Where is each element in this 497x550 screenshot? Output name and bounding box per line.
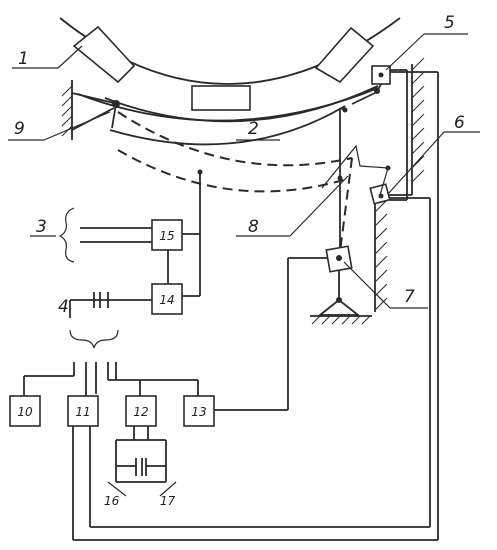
block-13: 13 [183, 395, 215, 427]
block-14: 14 [151, 283, 183, 315]
leader-lines [8, 33, 480, 497]
callout-6: 6 [454, 113, 465, 133]
lever-mechanism [321, 91, 391, 255]
block-15: 15 [151, 219, 183, 251]
drum-pad-left [72, 25, 136, 84]
callout-9: 9 [14, 119, 25, 139]
callout-8: 8 [248, 217, 259, 237]
callout-7: 7 [404, 287, 415, 307]
block-11: 11 [67, 395, 99, 427]
brace-4 [69, 329, 119, 349]
svg-text:14: 14 [159, 293, 174, 307]
svg-text:15: 15 [159, 229, 174, 243]
callout-4: 4 [58, 297, 69, 317]
callout-1: 1 [18, 49, 29, 69]
callout-5: 5 [444, 13, 455, 33]
lower-bus [23, 362, 199, 396]
label-17: 17 [160, 494, 176, 508]
control-blocks-upper [58, 169, 203, 318]
capacitor-group [115, 426, 167, 483]
svg-text:12: 12 [133, 405, 148, 419]
svg-text:13: 13 [191, 405, 206, 419]
sensor-wiring [72, 69, 439, 541]
callout-2: 2 [248, 119, 259, 139]
svg-text:10: 10 [17, 405, 33, 419]
block-10: 10 [9, 395, 41, 427]
drum-pad-right [314, 26, 375, 84]
sensor-7 [214, 245, 372, 411]
drum-pad-center [191, 85, 251, 111]
drum [59, 17, 401, 122]
svg-text:11: 11 [75, 405, 90, 419]
dashed-positions [117, 111, 353, 193]
block-12: 12 [125, 395, 157, 427]
label-16: 16 [104, 494, 120, 508]
callout-3: 3 [36, 217, 47, 237]
sensor-5 [371, 65, 391, 94]
